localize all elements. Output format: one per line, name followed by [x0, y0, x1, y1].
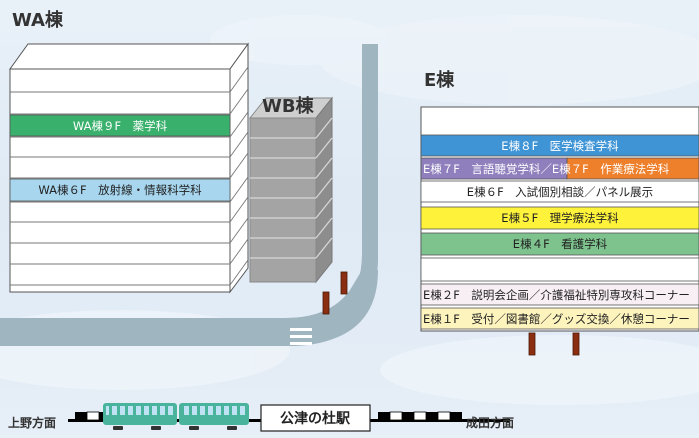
e-floor-7f-occupational-label: E棟７F 作業療法学科 — [552, 162, 670, 176]
wa-building: WA棟９F 薬学科 WA棟６F 放射線・情報科学科 WA棟 — [9, 9, 249, 294]
e-floor-4f — [420, 232, 699, 256]
train-icon — [103, 403, 249, 430]
wa-floor-6f-label: WA棟６F 放射線・情報科学科 — [38, 183, 202, 197]
e-floor-7f-sep: ／ — [540, 162, 552, 176]
e-floor-5f — [420, 206, 699, 230]
station-label: 公津の杜駅 — [280, 410, 351, 427]
e-floor-2f-label: E棟２F 説明会企画／介護福祉特別専攻科コーナー — [423, 288, 690, 302]
direction-left-label: 上野方面 — [8, 415, 56, 430]
e-floor-8f-label: E棟８F 医学検査学科 — [501, 139, 619, 153]
wa-floor-9f — [9, 114, 231, 137]
e-floor-6f — [420, 180, 699, 203]
wa-floor-9f-label: WA棟９F 薬学科 — [73, 119, 168, 133]
e-title: E棟 — [424, 69, 455, 91]
wb-building: WB棟 — [248, 95, 334, 284]
station: 公津の杜駅 — [260, 404, 371, 432]
e-floor-8f — [420, 134, 699, 157]
road — [0, 44, 378, 346]
e-floor-7f-label: E棟７F 言語聴覚学科／E棟７F 作業療法学科 — [423, 162, 670, 176]
wa-title: WA棟 — [12, 9, 64, 31]
background-clouds — [0, 15, 699, 405]
e-floor-7f-occupational — [566, 157, 699, 180]
e-floor-5f-label: E棟５F 理学療法学科 — [501, 211, 619, 225]
e-floor-1f-label: E棟１F 受付／図書館／グッズ交換／休憩コーナー — [423, 312, 690, 326]
direction-right-label: 成田方面 — [466, 415, 514, 430]
bollards — [322, 271, 580, 356]
wb-title: WB棟 — [262, 95, 315, 117]
e-building: E棟 E棟８F 医学検査学科 E棟７F 言語聴覚学科／E棟７F 作業療法学科 E… — [420, 69, 699, 332]
e-floor-3f — [420, 257, 699, 282]
e-floor-4f-label: E棟４F 看護学科 — [513, 237, 608, 251]
e-floor-6f-label: E棟６F 入試個別相談／パネル展示 — [467, 185, 653, 199]
e-floor-2f — [420, 283, 699, 306]
wa-floor-6f — [9, 178, 231, 202]
e-floor-1f — [420, 307, 699, 330]
e-floor-7f-speech-label: E棟７F 言語聴覚学科 — [423, 162, 541, 176]
crosswalk — [290, 328, 312, 345]
